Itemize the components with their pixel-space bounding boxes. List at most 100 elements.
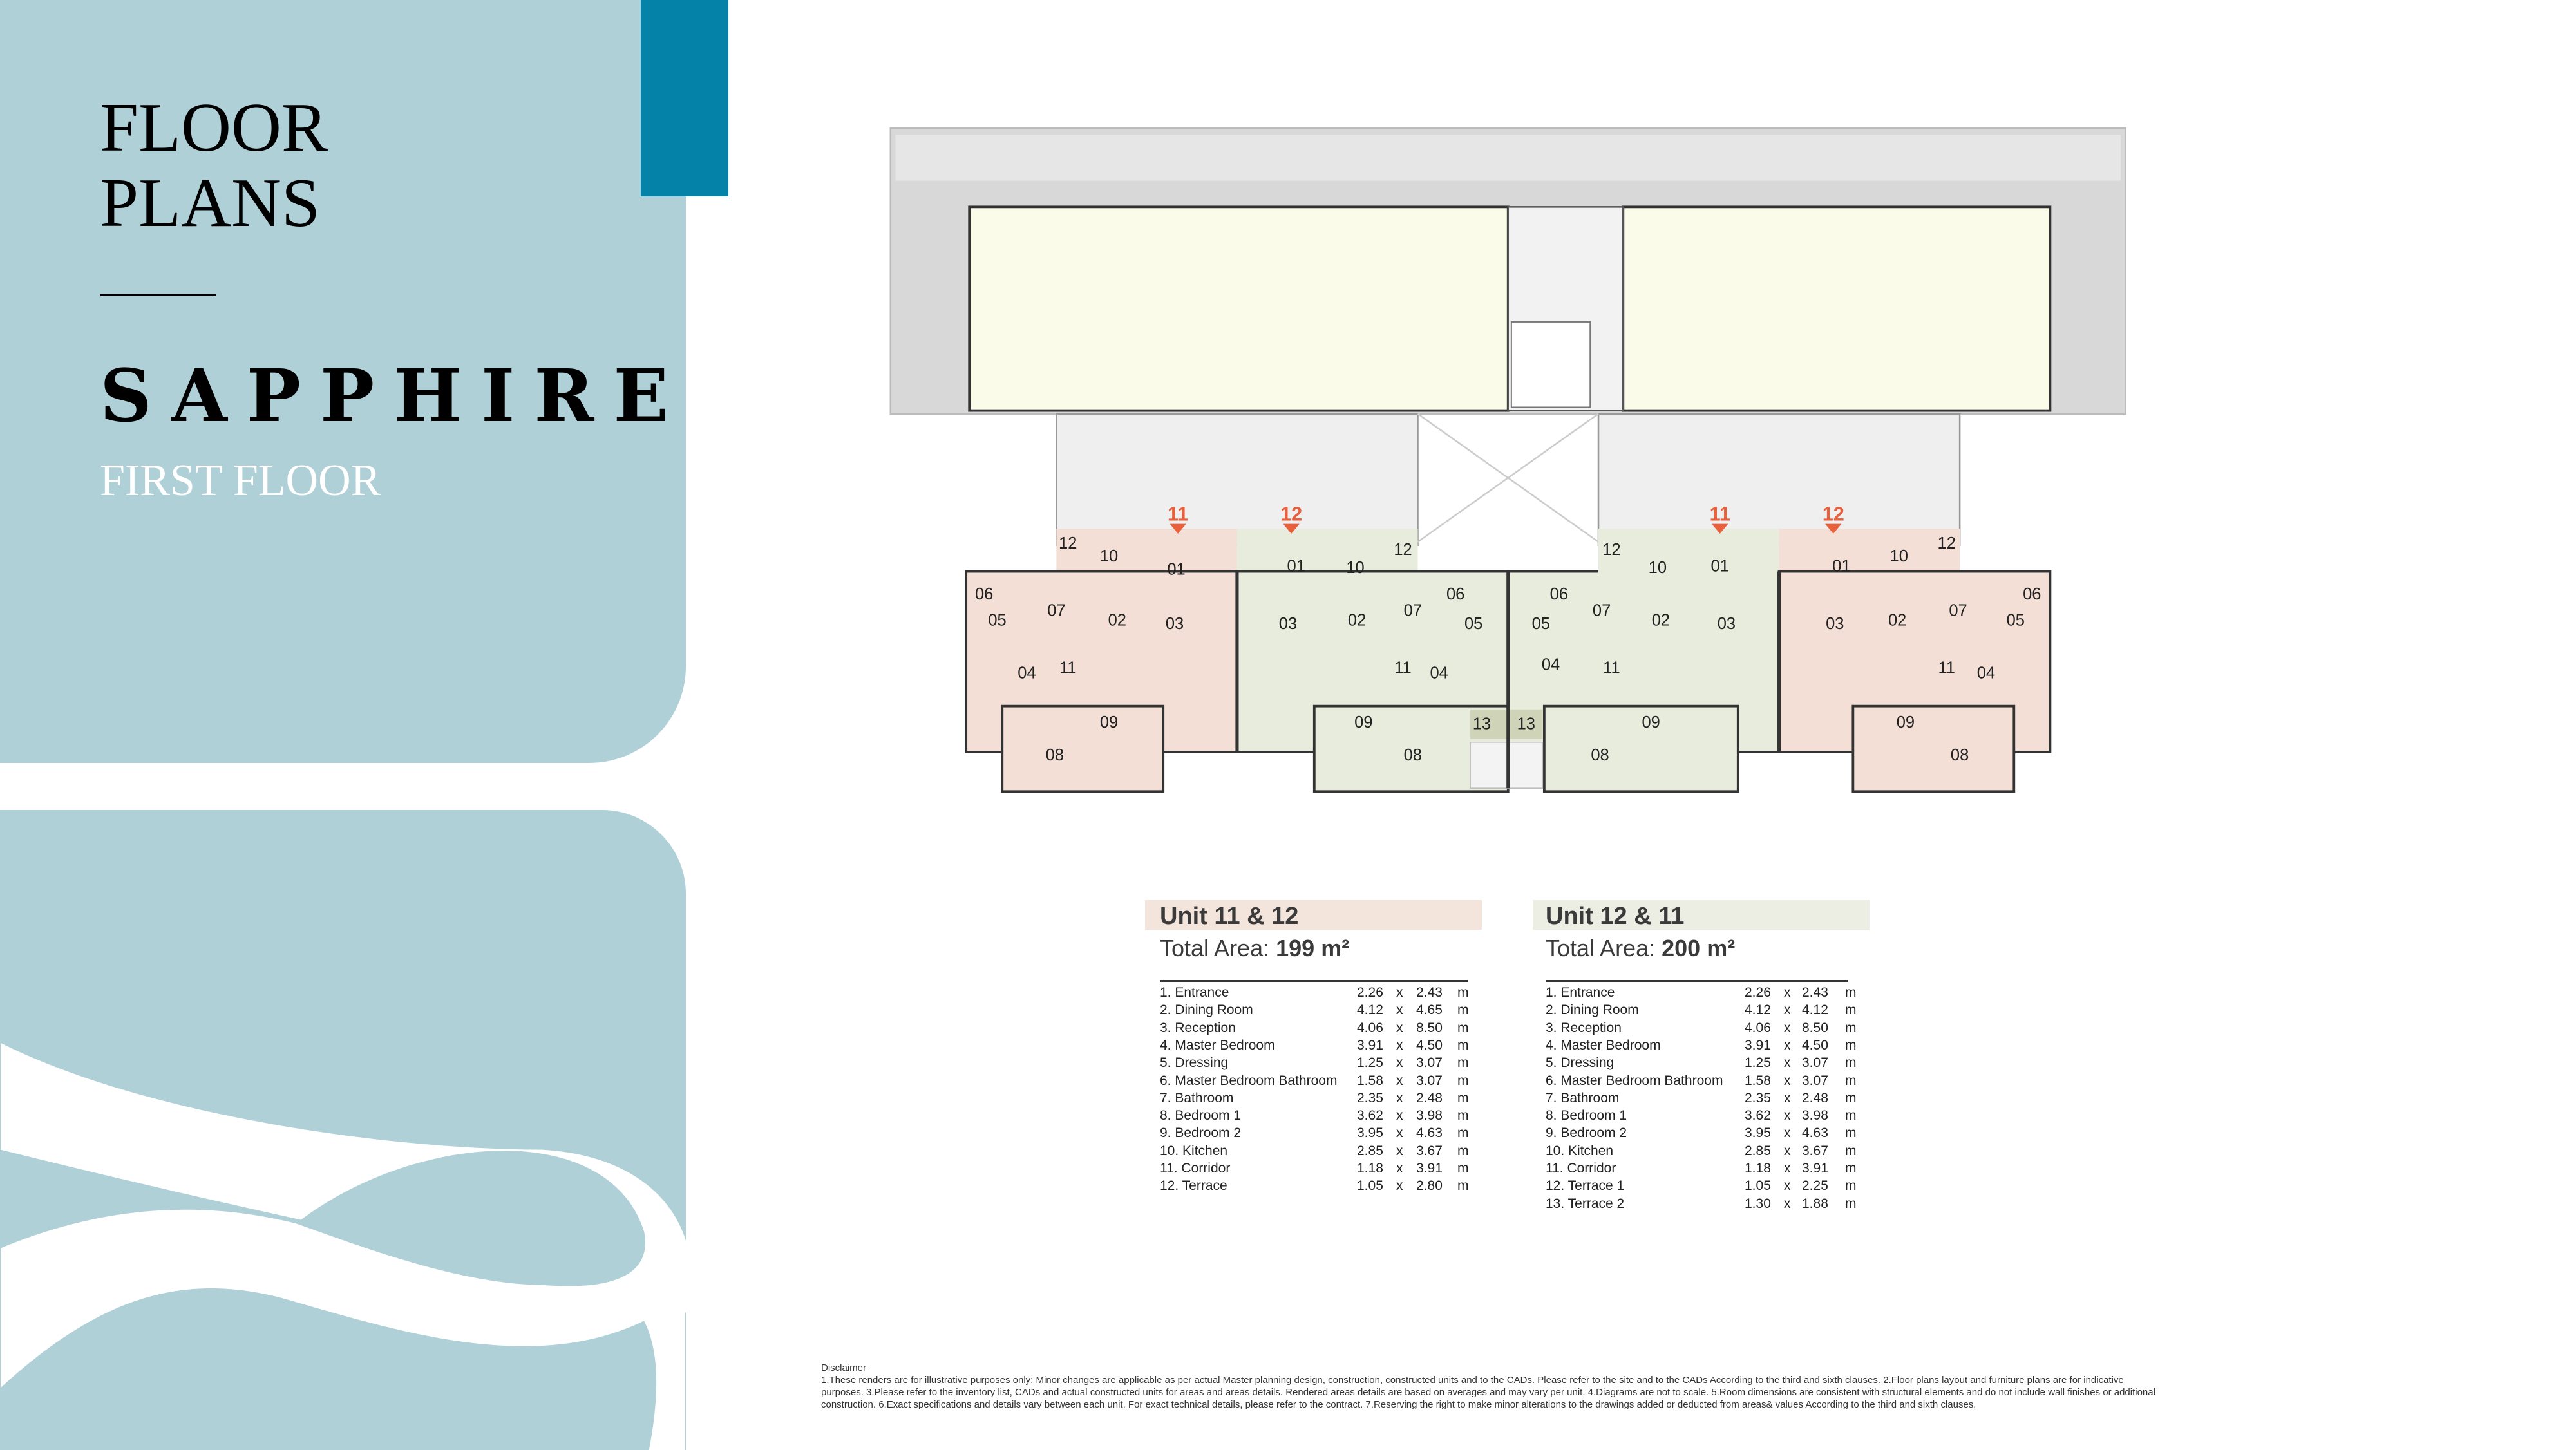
room-label: 02	[1652, 612, 1670, 630]
room-name: 10. Kitchen	[1160, 1143, 1228, 1158]
page-title-line1: FLOOR	[100, 89, 328, 166]
room-unit: m	[1845, 1055, 1857, 1071]
room-length: 2.25	[1802, 1178, 1828, 1194]
room-label: 06	[1550, 585, 1568, 603]
room-label: 09	[1642, 713, 1660, 731]
room-unit: m	[1457, 1125, 1469, 1141]
room-unit: m	[1457, 1073, 1469, 1088]
room-label: 04	[1430, 664, 1448, 682]
area-label: Total Area:	[1160, 935, 1270, 961]
room-length: 2.48	[1802, 1090, 1828, 1106]
room-unit: m	[1457, 1055, 1469, 1071]
unit-a-area: Total Area: 199 m²	[1160, 935, 1349, 962]
room-width: 4.12	[1745, 1003, 1771, 1018]
room-label: 06	[2023, 585, 2041, 603]
room-width: 2.85	[1357, 1143, 1383, 1158]
room-label: 03	[1166, 615, 1184, 633]
room-name: 5. Dressing	[1546, 1055, 1615, 1071]
room-times: x	[1396, 985, 1403, 1000]
room-unit: m	[1845, 1090, 1857, 1106]
room-name: 3. Reception	[1546, 1020, 1622, 1035]
entrance-arrow-icon	[1170, 523, 1186, 534]
entrance-arrow-icon	[1824, 523, 1842, 534]
room-length: 2.43	[1802, 985, 1828, 1000]
room-name: 7. Bathroom	[1160, 1090, 1234, 1106]
room-length: 4.63	[1416, 1125, 1443, 1141]
room-name: 5. Dressing	[1160, 1055, 1229, 1071]
area-label: Total Area:	[1546, 935, 1656, 961]
room-label: 07	[1404, 601, 1422, 619]
room-unit: m	[1845, 1178, 1857, 1194]
room-label: 09	[1100, 713, 1118, 731]
room-label: 11	[1059, 659, 1076, 677]
room-times: x	[1396, 1037, 1403, 1053]
room-width: 3.95	[1745, 1125, 1771, 1141]
room-label: 03	[1279, 615, 1297, 633]
room-times: x	[1784, 1161, 1791, 1176]
room-label: 05	[1464, 615, 1482, 633]
room-length: 2.48	[1416, 1090, 1443, 1106]
entrance-arrow-icon	[1283, 523, 1300, 534]
room-label: 10	[1890, 547, 1908, 565]
room-length: 3.91	[1416, 1161, 1443, 1176]
entrance-arrow-icon	[1712, 523, 1728, 534]
room-length: 8.50	[1802, 1020, 1828, 1035]
room-name: 9. Bedroom 2	[1546, 1125, 1627, 1141]
disclaimer-text: 1.These renders are for illustrative pur…	[821, 1375, 2155, 1410]
unit-marker: 12	[1280, 503, 1302, 525]
room-unit: m	[1457, 1178, 1469, 1194]
room-label: 12	[1938, 534, 1956, 552]
room-width: 4.06	[1745, 1020, 1771, 1035]
room-label: 04	[1018, 664, 1036, 682]
unit-marker: 11	[1168, 503, 1188, 525]
room-width: 1.18	[1357, 1161, 1383, 1176]
room-width: 1.58	[1357, 1073, 1383, 1088]
room-name: 12. Terrace 1	[1546, 1178, 1625, 1194]
room-label: 09	[1897, 713, 1915, 731]
unit-a-header-band	[1145, 900, 1482, 930]
room-length: 3.07	[1416, 1073, 1443, 1088]
area-value: 199 m²	[1276, 935, 1350, 961]
room-times: x	[1396, 1178, 1403, 1194]
room-name: 1. Entrance	[1160, 985, 1229, 1000]
room-unit: m	[1457, 985, 1469, 1000]
room-unit: m	[1457, 1037, 1469, 1053]
room-label: 07	[1949, 601, 1967, 619]
room-unit: m	[1845, 1073, 1857, 1088]
unit-b-area: Total Area: 200 m²	[1546, 935, 1735, 962]
room-name: 4. Master Bedroom	[1160, 1037, 1275, 1053]
area-value: 200 m²	[1662, 935, 1736, 961]
room-width: 1.05	[1357, 1178, 1383, 1194]
room-width: 2.26	[1745, 985, 1771, 1000]
room-label: 10	[1346, 559, 1364, 577]
unit-b-divider	[1546, 980, 1848, 982]
room-label: 10	[1100, 547, 1118, 565]
room-label: 08	[1404, 746, 1422, 764]
room-name: 8. Bedroom 1	[1160, 1108, 1242, 1124]
room-times: x	[1396, 1143, 1403, 1158]
room-name: 4. Master Bedroom	[1546, 1037, 1661, 1053]
room-length: 2.80	[1416, 1178, 1443, 1194]
swoosh-graphic	[1, 1042, 686, 1450]
sidebar-panel	[0, 0, 686, 763]
room-length: 8.50	[1416, 1020, 1443, 1035]
room-label: 12	[1394, 541, 1412, 559]
room-label: 03	[1826, 615, 1844, 633]
room-unit: m	[1845, 1125, 1857, 1141]
room-unit: m	[1845, 985, 1857, 1000]
room-label: 05	[988, 612, 1006, 630]
room-times: x	[1784, 1003, 1791, 1018]
room-length: 4.63	[1802, 1125, 1828, 1141]
room-label: 07	[1593, 601, 1611, 619]
room-label: 01	[1167, 561, 1185, 579]
room-name: 2. Dining Room	[1160, 1003, 1253, 1018]
room-unit: m	[1457, 1090, 1469, 1106]
room-width: 3.91	[1745, 1037, 1771, 1053]
title-divider	[100, 294, 216, 296]
room-length: 3.91	[1802, 1161, 1828, 1176]
room-name: 10. Kitchen	[1546, 1143, 1614, 1158]
room-times: x	[1784, 1020, 1791, 1035]
room-times: x	[1396, 1073, 1403, 1088]
room-times: x	[1784, 1196, 1791, 1211]
room-length: 3.07	[1802, 1055, 1828, 1071]
